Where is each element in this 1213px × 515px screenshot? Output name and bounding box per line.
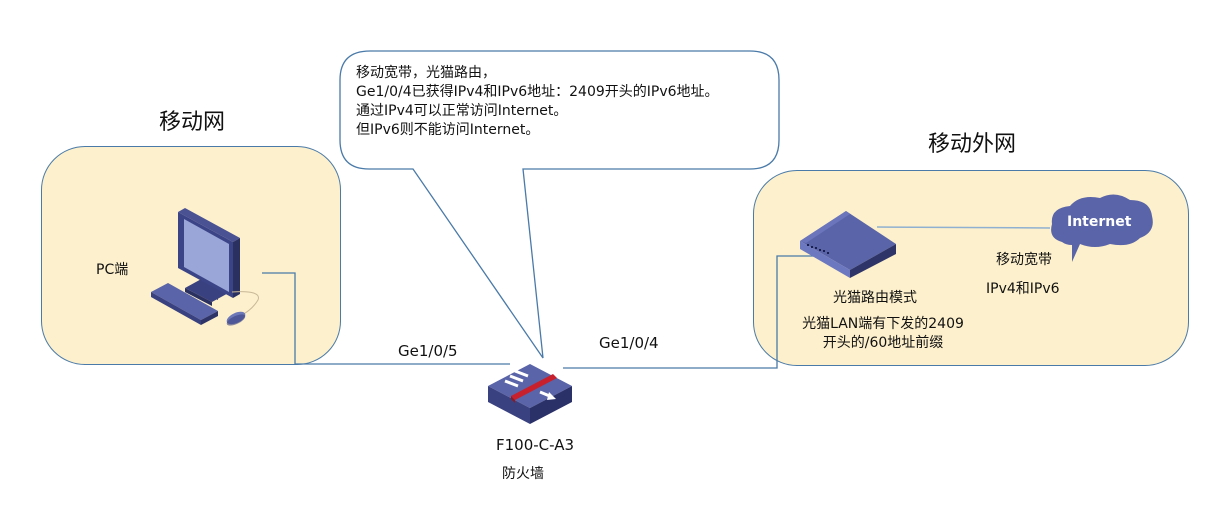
router-label: 光猫路由模式 [833, 290, 917, 306]
router-note: 光猫LAN端有下发的2409 开头的/60地址前缀 [785, 315, 981, 353]
router-note-line: 开头的/60地址前缀 [822, 335, 944, 351]
callout-line: 移动宽带，光猫路由， [356, 65, 496, 81]
protocols-label: IPv4和IPv6 [986, 281, 1060, 297]
firewall-model-label: F100-C-A3 [496, 436, 575, 454]
callout-line: Ge1/0/4已获得IPv4和IPv6地址：2409开头的IPv6地址。 [356, 84, 719, 100]
optical-modem-icon [800, 211, 896, 278]
firewall-label: 防火墙 [502, 466, 544, 482]
cloud-icon [1051, 194, 1153, 262]
callout-line: 但IPv6则不能访问Internet。 [356, 122, 540, 138]
isp-label: 移动宽带 [996, 252, 1052, 268]
port-label-ge1-0-4: Ge1/0/4 [599, 334, 659, 352]
link-firewall-router [563, 255, 815, 369]
zone-title-right: 移动外网 [928, 132, 1017, 157]
callout-bubble [339, 50, 780, 359]
desktop-computer-icon [151, 208, 259, 326]
pc-label: PC端 [96, 262, 129, 278]
callout-line: 通过IPv4可以正常访问Internet。 [356, 103, 568, 119]
zone-title-left: 移动网 [159, 110, 226, 135]
firewall-icon [488, 364, 572, 424]
link-router-internet [876, 226, 1051, 229]
callout-text: 移动宽带，光猫路由， Ge1/0/4已获得IPv4和IPv6地址：2409开头的… [356, 64, 719, 140]
link-pc-firewall [262, 272, 510, 365]
router-note-line: 光猫LAN端有下发的2409 [802, 316, 964, 332]
internet-label: Internet [1067, 214, 1132, 230]
port-label-ge1-0-5: Ge1/0/5 [398, 342, 458, 360]
